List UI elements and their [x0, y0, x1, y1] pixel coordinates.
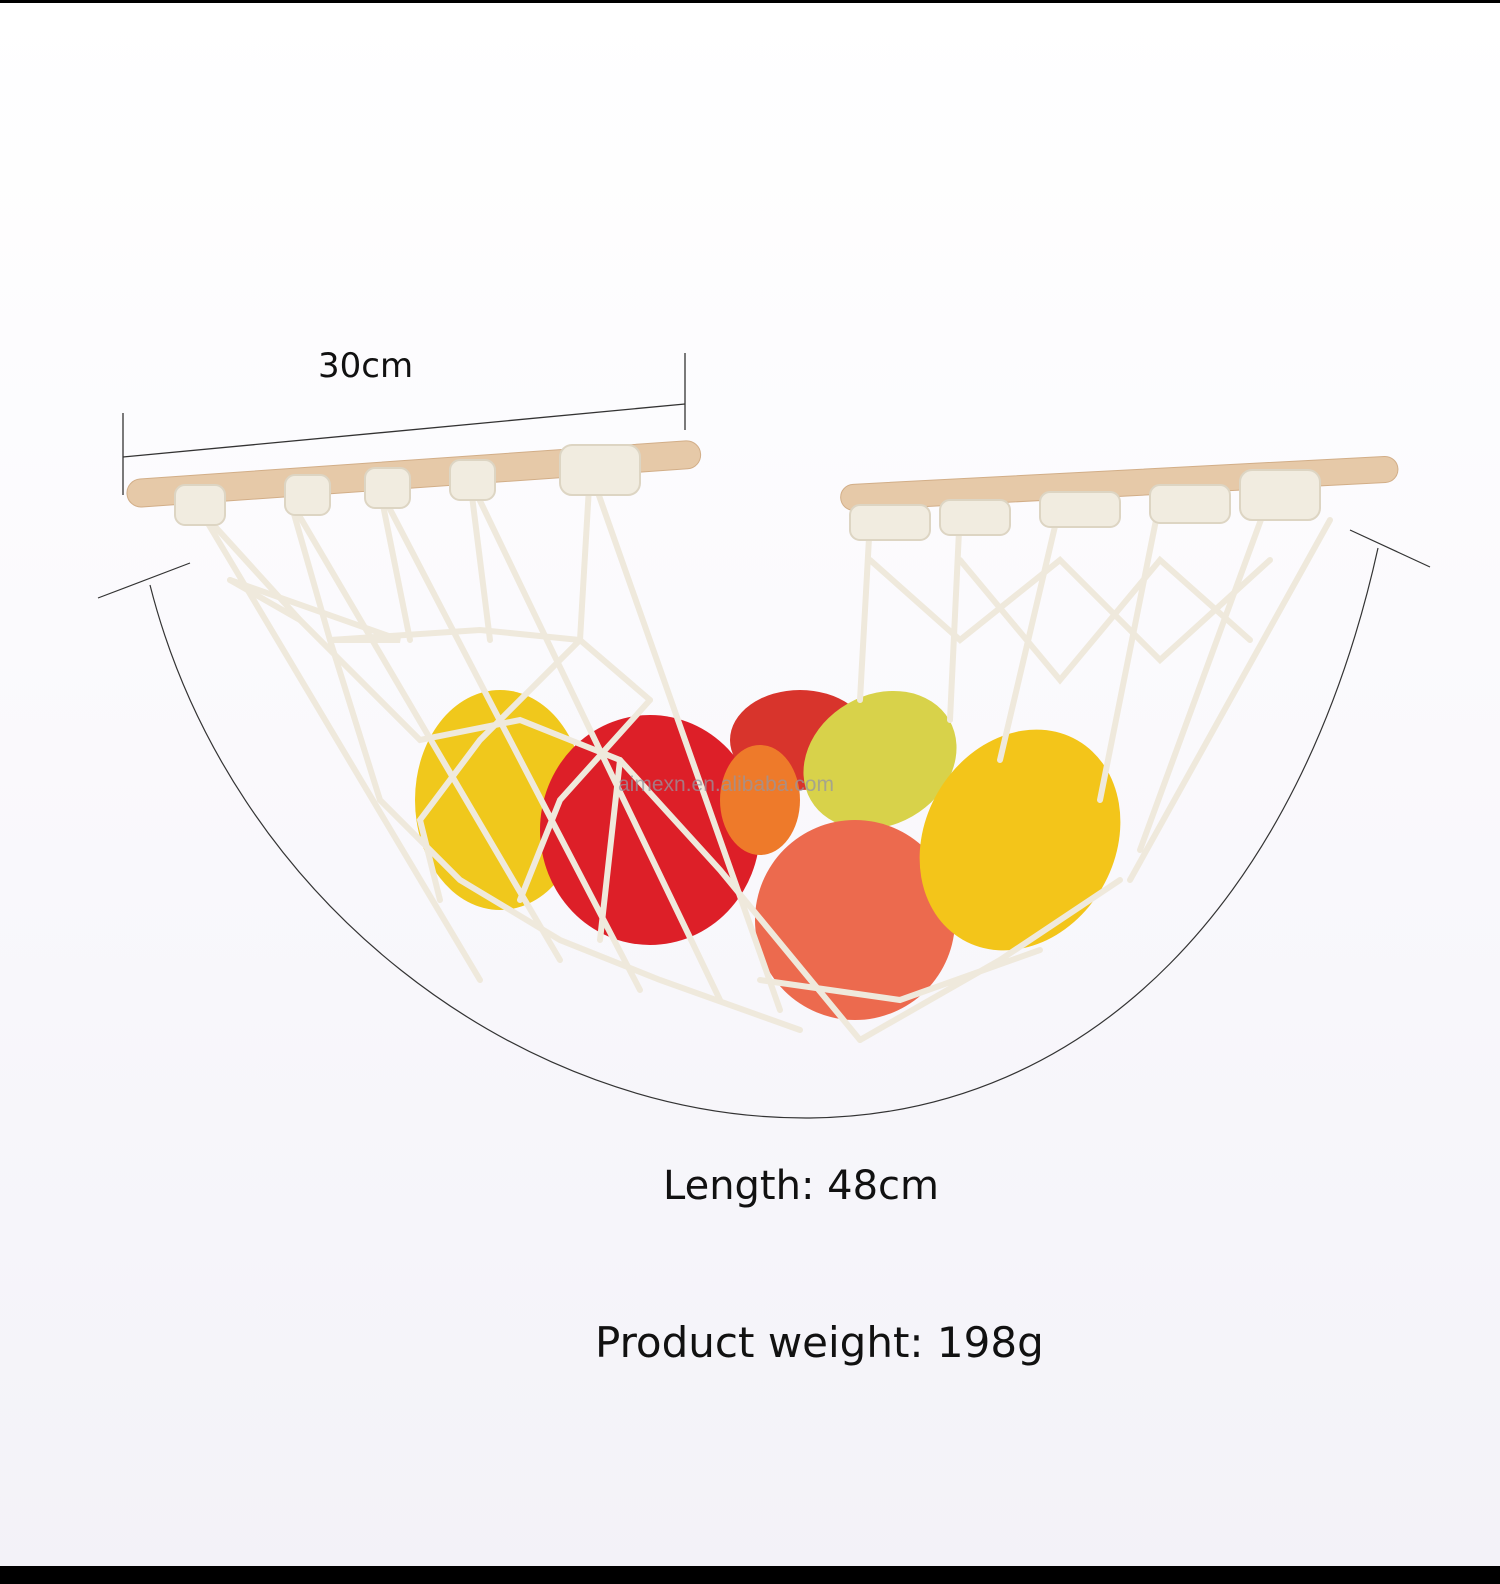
length-dimension-arc [97, 529, 1431, 1119]
lemon-left [415, 690, 585, 910]
weight-label: Product weight: 198g [595, 1318, 1044, 1367]
bottom-border [0, 1566, 1500, 1584]
red-apple [540, 715, 760, 945]
mango [803, 690, 957, 830]
rope-net-right [757, 492, 1333, 1043]
fruits [415, 690, 1121, 1020]
rope-net-left [197, 467, 863, 1043]
wooden-rod-left [126, 440, 702, 508]
watermark: aimexn.en.alibaba.com [618, 773, 834, 796]
rod-width-label: 30cm [318, 346, 414, 386]
orange [720, 745, 800, 855]
length-label: Length: 48cm [663, 1163, 940, 1209]
top-border [0, 0, 1500, 3]
lemon-right [919, 729, 1121, 951]
width-dimension-line [122, 353, 686, 495]
rope-wraps [174, 444, 1321, 541]
